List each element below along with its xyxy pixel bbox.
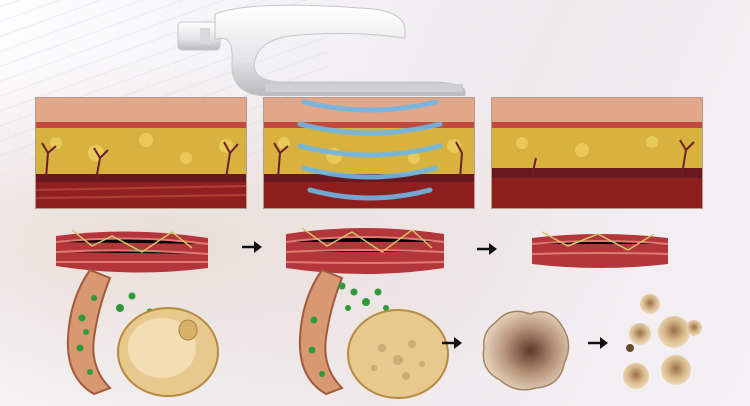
ultrasound-handpiece-icon [177, 4, 466, 96]
arrow-right-icon [588, 337, 608, 349]
muscle-fiber-bundle-before [55, 229, 209, 273]
arrow-right-icon [242, 241, 262, 253]
damaged-adipocyte [482, 310, 570, 391]
adipocyte-with-nerve-before [66, 268, 219, 397]
muscle-fiber-bundle-after [531, 231, 669, 268]
arrow-right-icon [477, 243, 497, 255]
skin-layer-panel-after [491, 97, 703, 209]
fragmented-fat-cells [623, 294, 702, 389]
adipocyte-with-nerve-treatment [298, 268, 449, 399]
arrow-right-icon [442, 337, 462, 349]
skin-layer-panel-before [35, 97, 247, 209]
skin-layer-panel-treatment [263, 97, 475, 209]
muscle-fiber-bundle-treatment [285, 227, 445, 274]
